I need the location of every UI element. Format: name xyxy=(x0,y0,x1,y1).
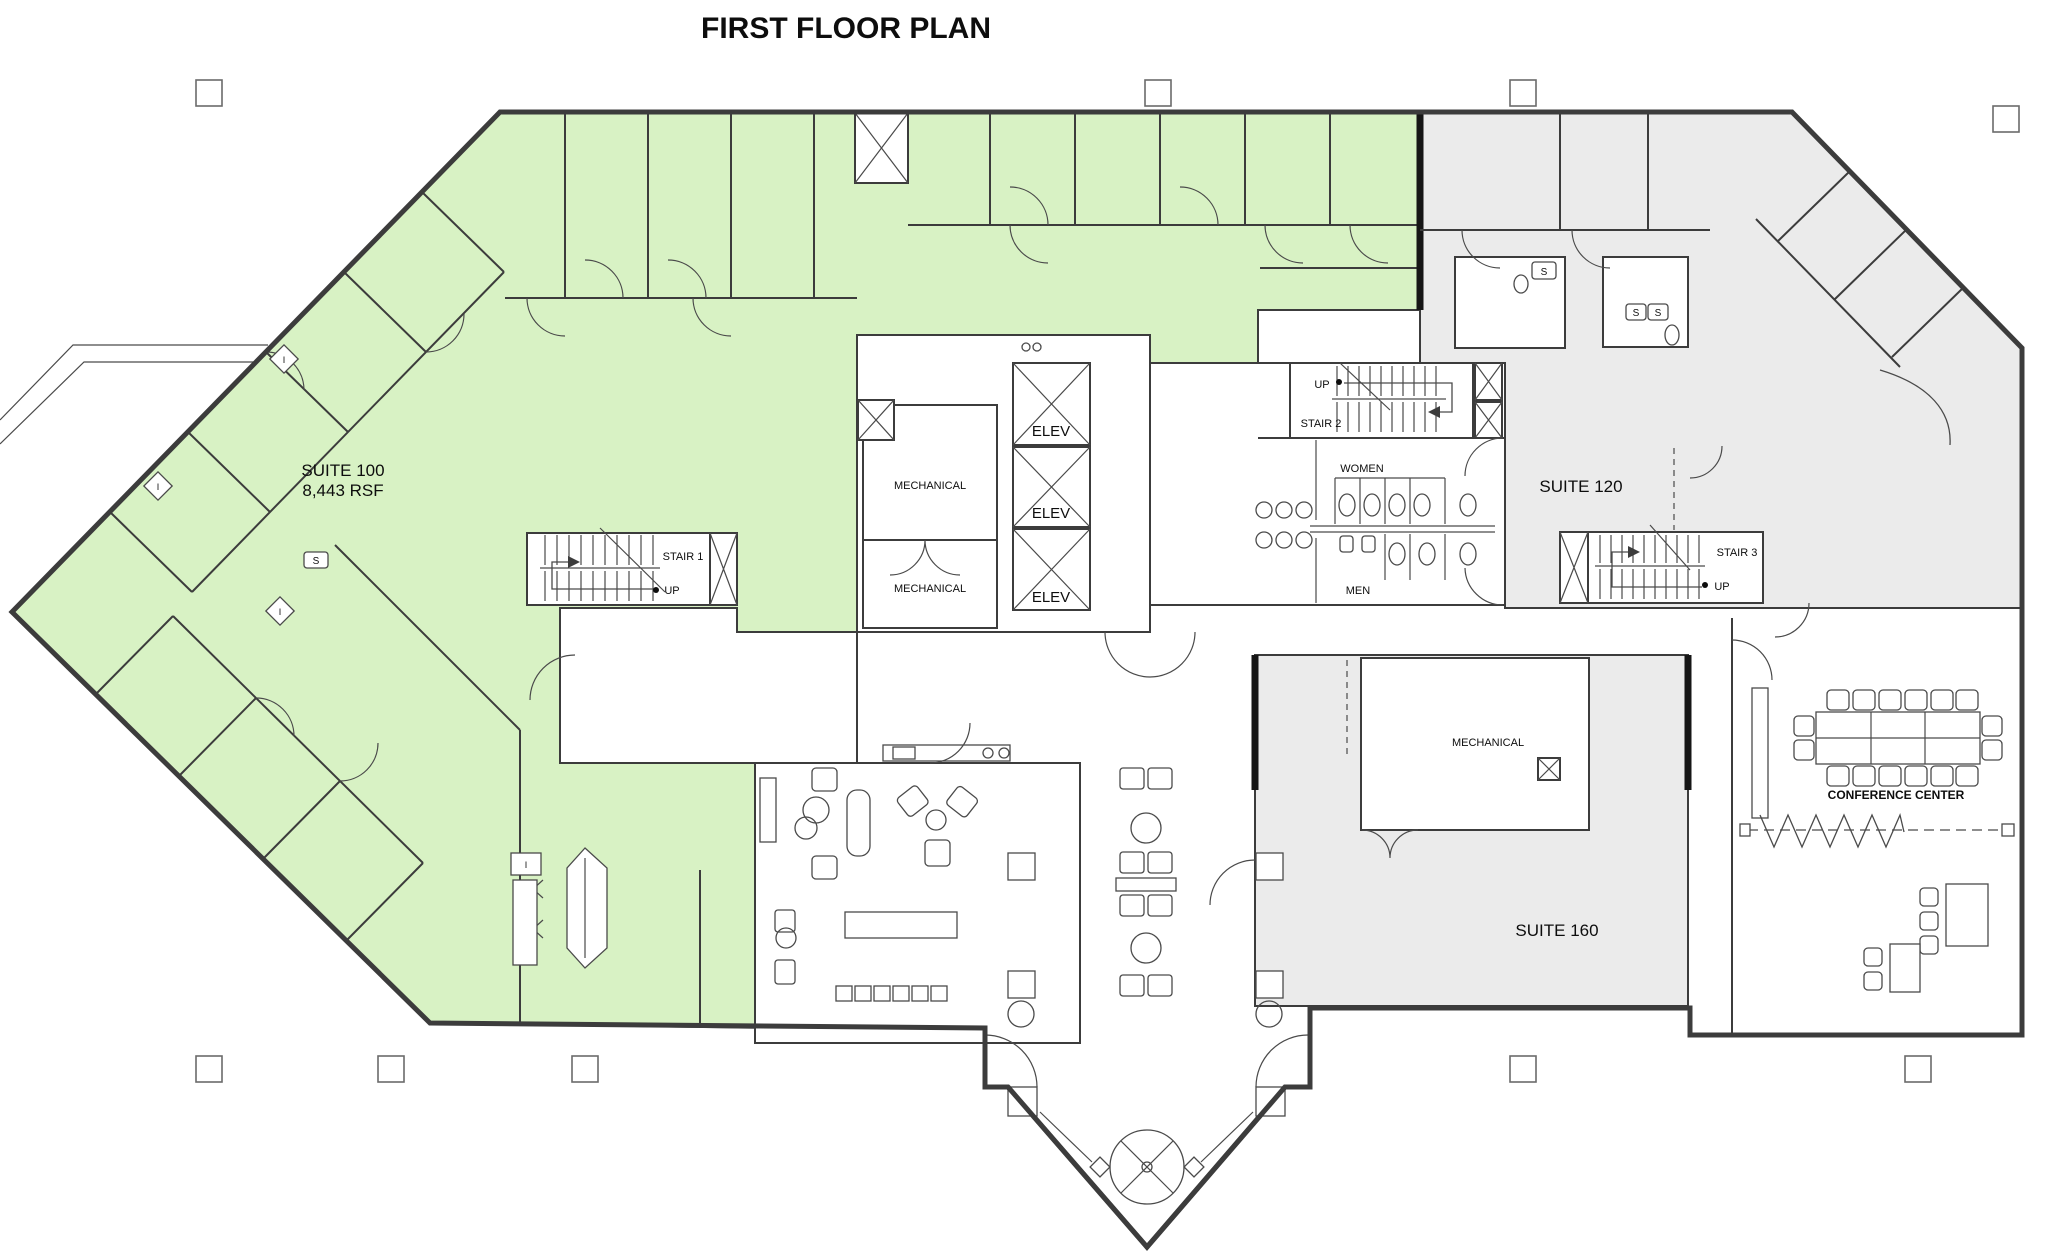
labels: FIRST FLOOR PLAN SUITE 100 8,443 RSF SUI… xyxy=(301,12,1964,940)
men-restroom-label: MEN xyxy=(1346,585,1371,597)
lounge-furniture xyxy=(529,654,1011,1002)
s-marker: S xyxy=(1633,308,1640,319)
conference-center-label: CONFERENCE CENTER xyxy=(1828,788,1965,802)
conference-center xyxy=(1731,618,2015,1035)
suite-100-label: SUITE 100 xyxy=(301,461,384,480)
s-marker: S xyxy=(313,556,320,567)
elev-2-label: ELEV xyxy=(1032,505,1070,522)
training-room-furniture xyxy=(510,847,608,969)
mechanical-upper-label: MECHANICAL xyxy=(894,480,966,492)
elev-1-label: ELEV xyxy=(1032,423,1070,440)
stair-1-up-label: UP xyxy=(664,585,679,597)
i-marker: I xyxy=(279,607,282,617)
suite-100-partitions xyxy=(95,112,1420,1023)
plan-markers: S S S S I I I I xyxy=(142,261,1669,870)
i-marker: I xyxy=(525,860,528,870)
women-restroom-label: WOMEN xyxy=(1340,463,1383,475)
suite-160-partitions xyxy=(1209,655,1692,906)
stair-3-up-label: UP xyxy=(1714,581,1729,593)
stair-2-up-label: UP xyxy=(1314,379,1329,391)
mechanical-lower-label: MECHANICAL xyxy=(894,583,966,595)
mechanical-suite160-label: MECHANICAL xyxy=(1452,737,1524,749)
i-marker: I xyxy=(283,355,286,365)
canopy-lines xyxy=(0,344,268,445)
suite-100-area: 8,443 RSF xyxy=(302,481,383,500)
s-marker: S xyxy=(1655,308,1662,319)
stair-3-label: STAIR 3 xyxy=(1717,547,1758,559)
suite-160-label: SUITE 160 xyxy=(1515,921,1598,940)
suite-120-label: SUITE 120 xyxy=(1539,477,1622,496)
core-mechanical-elevators xyxy=(857,362,1091,629)
stair-1-label: STAIR 1 xyxy=(663,551,704,563)
stair-3 xyxy=(1559,524,1810,638)
s-marker: S xyxy=(1541,267,1548,278)
i-marker: I xyxy=(157,482,160,492)
restrooms xyxy=(1255,437,1505,606)
stair-2-label: STAIR 2 xyxy=(1301,418,1342,430)
atrium-cafe xyxy=(1007,631,1284,1028)
building-outline xyxy=(8,109,2025,1251)
column-grid-markers xyxy=(195,79,2020,1083)
page-title: FIRST FLOOR PLAN xyxy=(701,12,991,45)
elev-3-label: ELEV xyxy=(1032,589,1070,606)
stair-1 xyxy=(526,527,738,606)
